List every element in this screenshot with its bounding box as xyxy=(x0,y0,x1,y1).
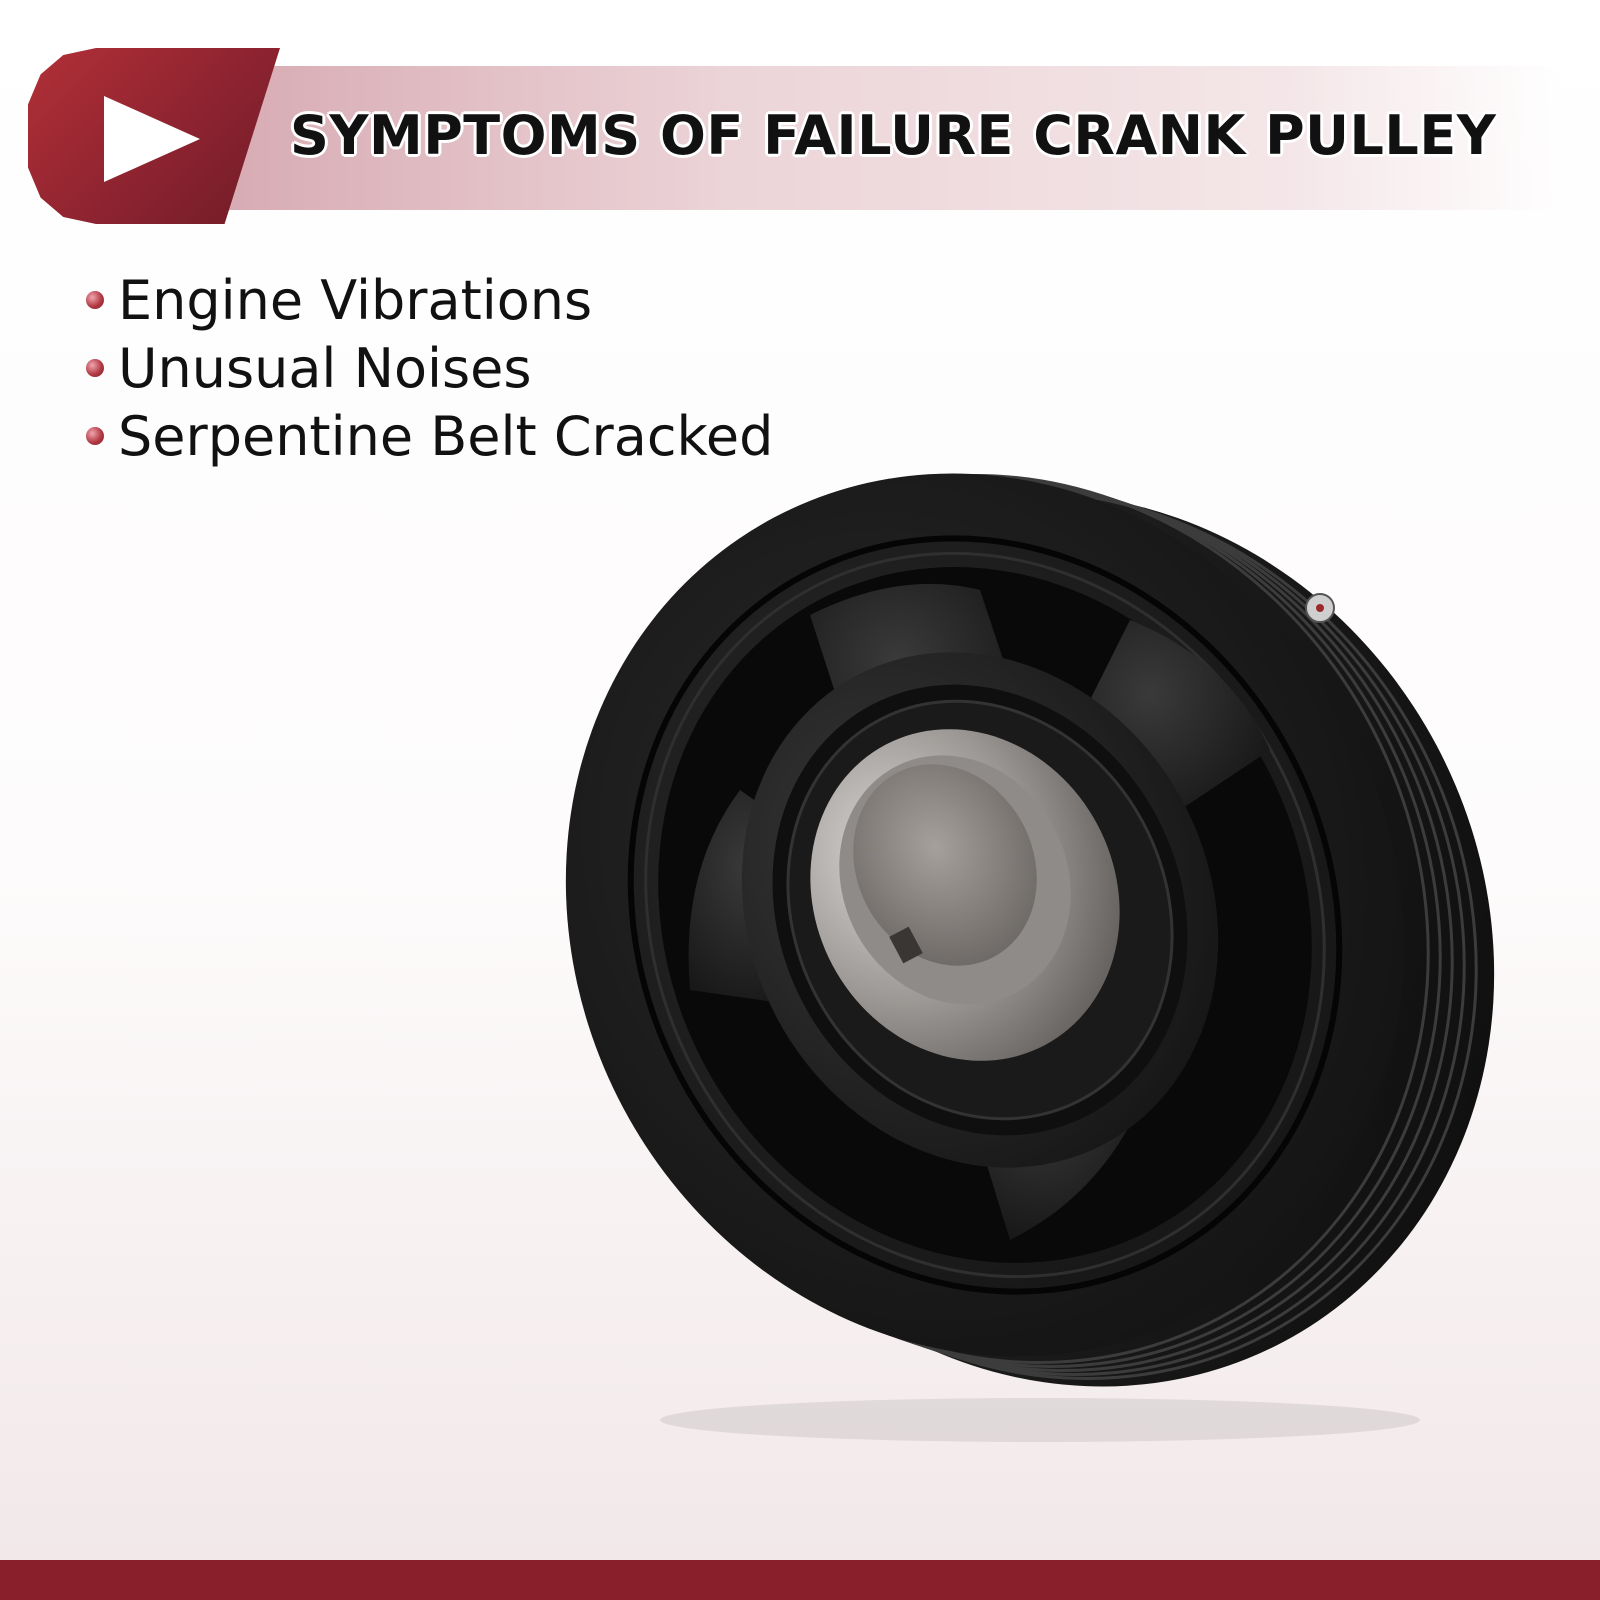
bullet-icon xyxy=(86,291,104,309)
symptom-list: Engine Vibrations Unusual Noises Serpent… xyxy=(86,266,773,470)
symptom-label: Unusual Noises xyxy=(118,336,532,400)
page-title: SYMPTOMS OF FAILURE CRANK PULLEY xyxy=(290,104,1497,167)
symptom-label: Engine Vibrations xyxy=(118,268,593,332)
bullet-icon xyxy=(86,359,104,377)
list-item: Engine Vibrations xyxy=(86,266,773,334)
pulley-bore xyxy=(853,764,1037,966)
list-item: Unusual Noises xyxy=(86,334,773,402)
play-icon xyxy=(104,96,200,182)
pulley-shadow xyxy=(660,1398,1420,1442)
header-band xyxy=(200,66,1560,210)
footer-bar xyxy=(0,1560,1600,1600)
bullet-icon xyxy=(86,427,104,445)
crank-pulley-image xyxy=(565,473,1495,1442)
list-item: Serpentine Belt Cracked xyxy=(86,402,773,470)
symptom-label: Serpentine Belt Cracked xyxy=(118,404,774,468)
